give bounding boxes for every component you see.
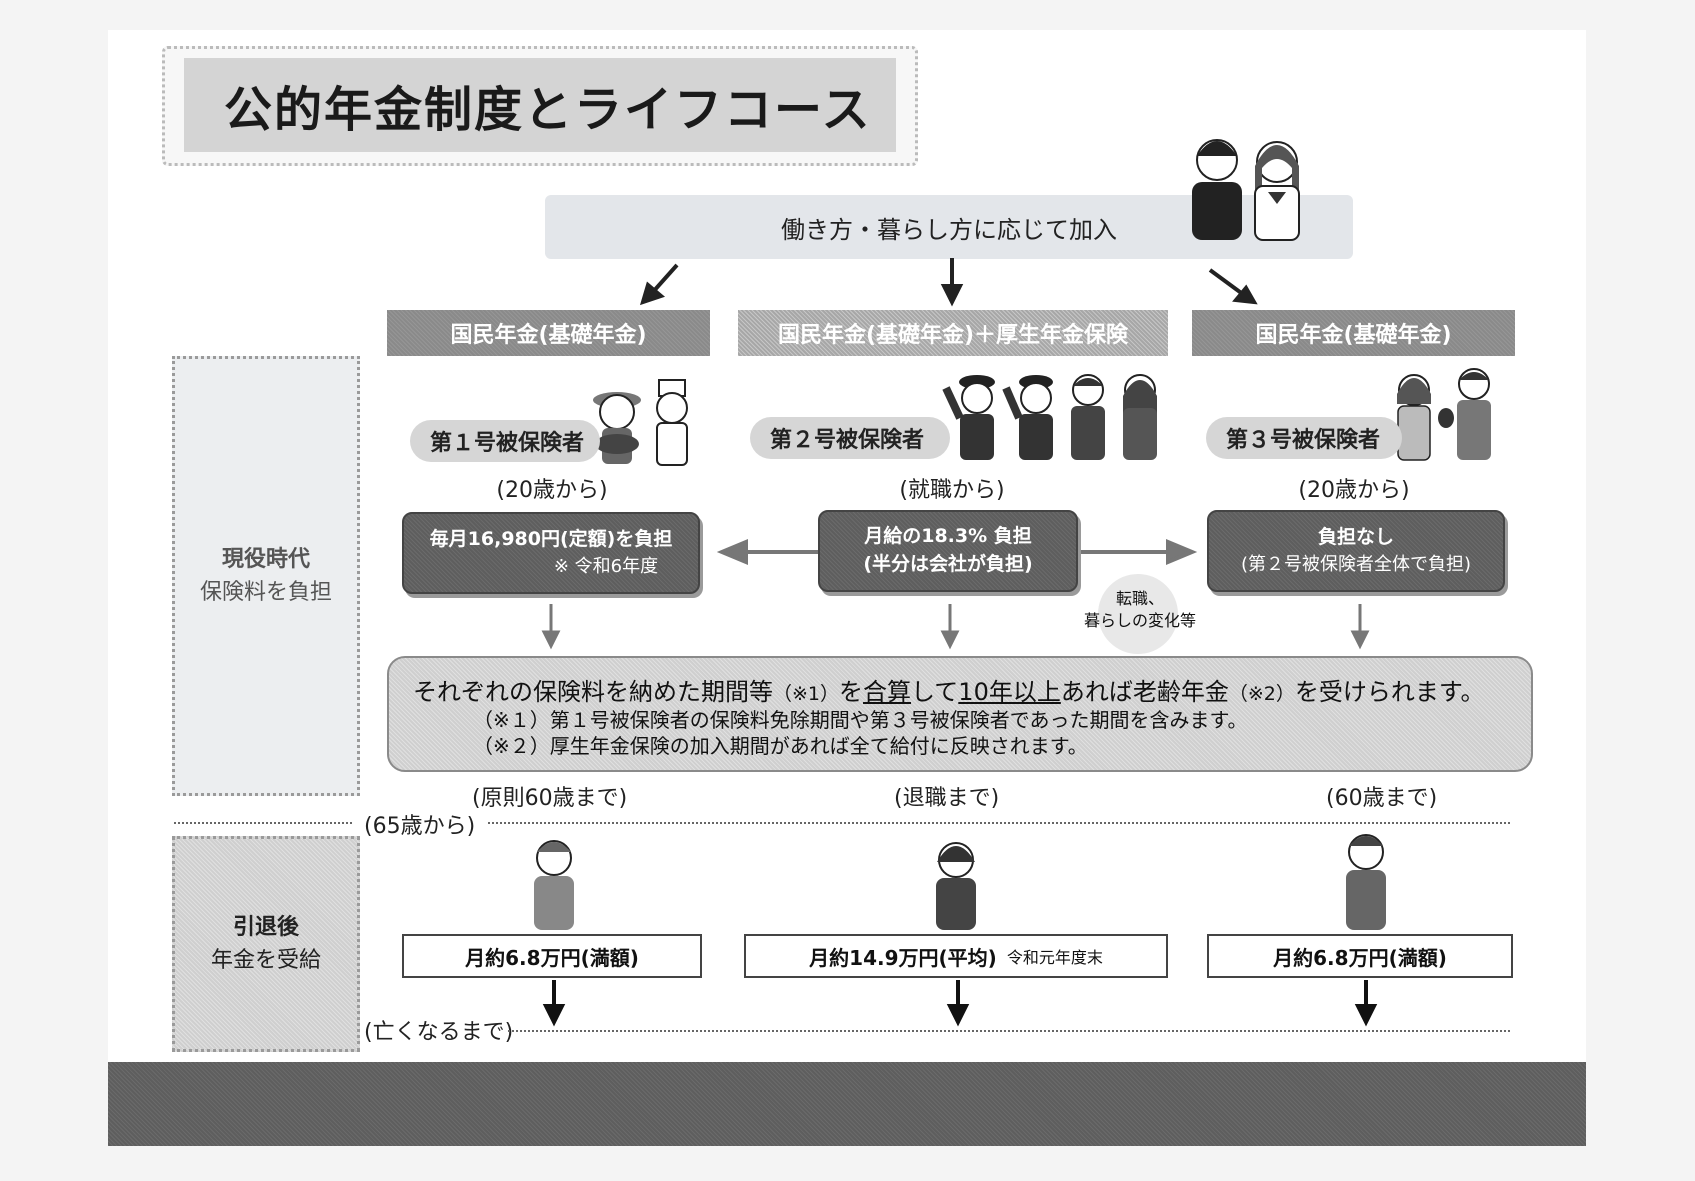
start-caption-1: (20歳から)	[496, 478, 608, 503]
insured-label-2: 第２号被保険者	[750, 417, 950, 459]
burden-1-main: 毎月16,980円(定額)を負担	[429, 528, 673, 551]
homemaker-man-icon	[1457, 368, 1491, 460]
homemaker-woman-icon	[1397, 374, 1454, 461]
summary-box: それぞれの保険料を納めた期間等（※1）を合算して10年以上あれば老齢年金（※2）…	[387, 656, 1533, 772]
summary-note-1: （※１）第１号被保険者の保険料免除期間や第３号被保険者であった期間を含みます。	[473, 708, 1248, 732]
end-caption-1: (原則60歳まで)	[472, 786, 628, 811]
until-death-caption: (亡くなるまで)	[364, 1020, 514, 1045]
retiree-man-icon	[534, 840, 574, 930]
pension-box-3: 月約6.8万円(満額)	[1207, 934, 1513, 978]
category-header-2: 国民年金(基礎年金)＋厚生年金保険	[738, 310, 1168, 356]
summary-main-b: を	[839, 678, 864, 706]
student-boy-icon	[1192, 139, 1242, 240]
retiree-man-2-icon	[1346, 834, 1386, 930]
insured-label-3: 第３号被保険者	[1206, 417, 1402, 459]
burden-box-2: 月給の18.3% 負担 (半分は会社が負担)	[818, 510, 1078, 592]
police-officer-icon	[942, 375, 995, 460]
student-girl-icon	[1254, 141, 1300, 241]
burden-box-3: 負担なし (第２号被保険者全体で負担)	[1207, 510, 1505, 592]
branch-arrows	[640, 258, 1258, 307]
insured-label-1: 第１号被保険者	[410, 420, 600, 462]
phase-retired-sub: 年金を受給	[210, 948, 321, 973]
summary-ref2: （※2）	[1228, 683, 1295, 705]
phase-working: 現役時代 保険料を負担	[172, 356, 360, 796]
category-header-3: 国民年金(基礎年金)	[1192, 310, 1515, 356]
divider-65-right	[488, 822, 1510, 824]
end-caption-3: (60歳まで)	[1326, 786, 1438, 811]
office-woman-icon	[1123, 374, 1157, 460]
summary-main-e: 10年以上	[958, 678, 1061, 706]
end-caption-2: (退職まで)	[894, 786, 1000, 811]
summary-main-c: 合算	[863, 678, 912, 706]
phase-working-title: 現役時代	[221, 547, 310, 572]
phase-working-sub: 保険料を負担	[199, 580, 332, 605]
burden-3-note: (第２号被保険者全体で負担)	[1240, 553, 1472, 575]
from-65-caption: (65歳から)	[364, 814, 476, 839]
police-officer-female-icon	[1002, 375, 1053, 460]
summary-main-a: それぞれの保険料を納めた期間等	[413, 678, 773, 706]
summary-main-f: あれば老齢年金	[1060, 678, 1229, 706]
down-arrows-upper	[541, 604, 1370, 650]
pension-2-note: 令和元年度末	[1006, 948, 1103, 967]
start-caption-3: (20歳から)	[1298, 478, 1410, 503]
summary-note-2: （※２）厚生年金保険の加入期間があれば全て給付に反映されます。	[473, 734, 1088, 758]
retiree-woman-icon	[936, 842, 976, 930]
change-note-bubble	[1098, 574, 1178, 654]
phase-retired: 引退後 年金を受給	[172, 836, 360, 1052]
pension-2-main: 月約14.9万円(平均)	[809, 945, 997, 970]
divider-death	[508, 1030, 1510, 1032]
change-note-line2: 暮らしの変化等	[1083, 611, 1196, 631]
down-arrows-lower	[542, 980, 1378, 1027]
change-note: 転職、 暮らしの変化等	[1070, 588, 1210, 633]
category-header-1: 国民年金(基礎年金)	[387, 310, 710, 356]
page-title: 公的年金制度とライフコース	[184, 58, 896, 152]
summary-main-g: を受けられます。	[1294, 678, 1485, 706]
transfer-arrow	[716, 539, 1198, 565]
burden-box-1: 毎月16,980円(定額)を負担 ※ 令和6年度	[402, 512, 700, 594]
chef-icon	[656, 379, 688, 466]
phase-retired-title: 引退後	[232, 915, 299, 940]
pension-box-2: 月約14.9万円(平均) 令和元年度末	[744, 934, 1168, 978]
summary-main: それぞれの保険料を納めた期間等（※1）を合算して10年以上あれば老齢年金（※2）…	[413, 672, 1507, 707]
office-man-icon	[1071, 374, 1105, 460]
divider-65-left	[174, 822, 352, 824]
farmer-icon	[593, 392, 641, 464]
burden-3-main: 負担なし	[1317, 526, 1394, 549]
start-caption-2: (就職から)	[899, 478, 1005, 503]
burden-2-main: 月給の18.3% 負担	[864, 525, 1032, 548]
footer-bar	[108, 1062, 1586, 1146]
burden-2-note: (半分は会社が負担)	[863, 553, 1033, 575]
summary-main-d: して	[911, 678, 959, 706]
pension-box-1: 月約6.8万円(満額)	[402, 934, 702, 978]
summary-ref1: （※1）	[773, 683, 840, 705]
change-note-line1: 転職、	[1115, 589, 1164, 608]
burden-1-note: ※ 令和6年度	[553, 555, 659, 577]
